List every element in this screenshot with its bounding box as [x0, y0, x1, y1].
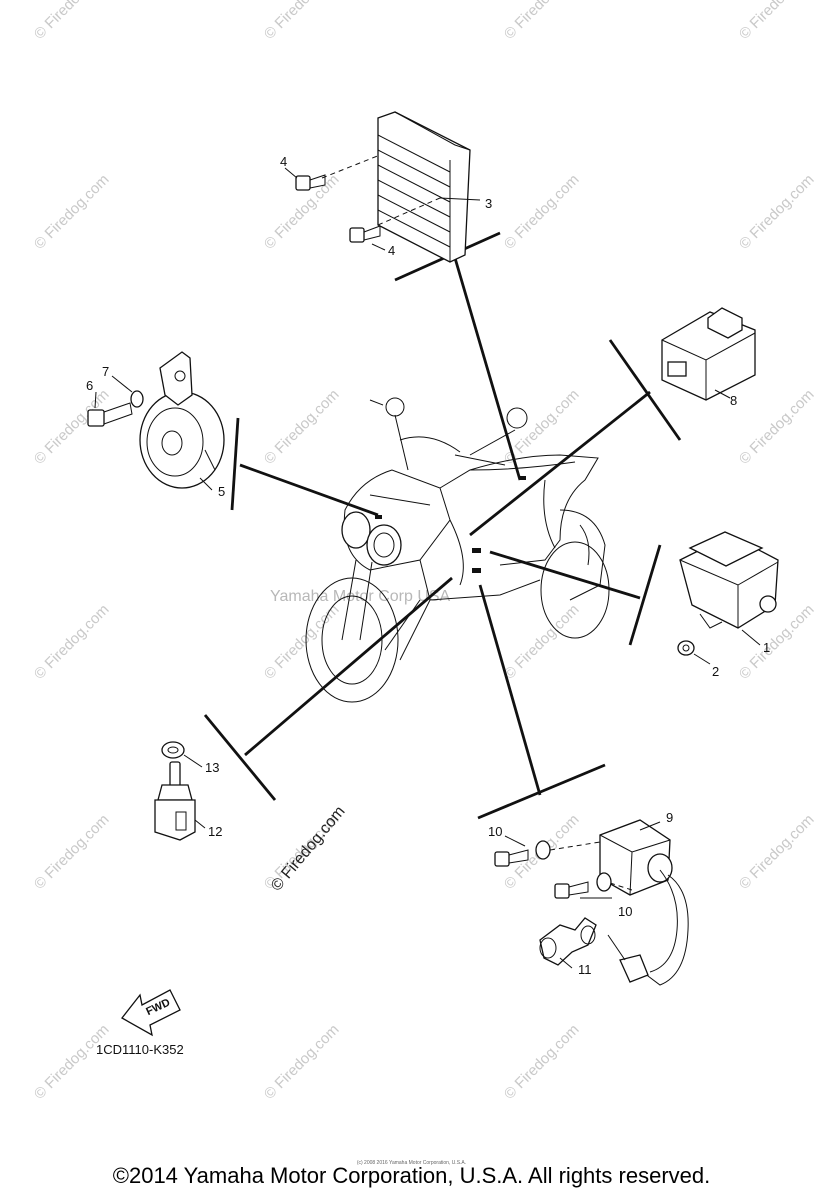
regulator-part [321, 111, 481, 263]
horn-part [139, 351, 225, 491]
callout-2: 2 [712, 664, 719, 679]
tile-watermark-9: © Firedog.com [261, 386, 343, 468]
callout-7: 7 [102, 364, 109, 379]
leader-lines [203, 231, 682, 820]
tile-watermark-19: © Firedog.com [736, 811, 818, 893]
callout-13: 13 [205, 760, 219, 775]
tile-watermark-7: © Firedog.com [736, 171, 818, 253]
cdi-unit-part [679, 531, 779, 646]
callout-11: 11 [578, 962, 592, 977]
tile-watermark-8: © Firedog.com [31, 386, 113, 468]
bolt-6 [87, 391, 133, 427]
tile-watermark-11: © Firedog.com [736, 386, 818, 468]
switch-part [154, 761, 206, 841]
tile-watermark-4: © Firedog.com [31, 171, 113, 253]
part-code: 1CD1110-K352 [96, 1042, 184, 1057]
tile-watermark-16: © Firedog.com [31, 811, 113, 893]
callout-4b: 4 [388, 243, 395, 258]
callout-10a: 10 [488, 824, 502, 839]
relay-part [661, 307, 756, 401]
callout-10b: 10 [618, 904, 632, 919]
callout-labels: 1 2 3 4 4 5 6 7 8 9 10 10 11 12 13 [86, 154, 770, 977]
scooter-illustration [305, 397, 610, 703]
tile-watermark-12: © Firedog.com [31, 601, 113, 683]
tile-watermark-2: © Firedog.com [501, 0, 583, 43]
tile-watermark-21: © Firedog.com [261, 1021, 343, 1103]
tile-watermark-20: © Firedog.com [31, 1021, 113, 1103]
callout-8: 8 [730, 393, 737, 408]
tile-watermark-22: © Firedog.com [501, 1021, 583, 1103]
washer-13 [161, 741, 203, 768]
tile-watermark-6: © Firedog.com [501, 171, 583, 253]
callout-4a: 4 [280, 154, 287, 169]
callout-3: 3 [485, 196, 492, 211]
callout-12: 12 [208, 824, 222, 839]
tile-watermark-3: © Firedog.com [736, 0, 818, 43]
bolt-10-lower [554, 872, 612, 899]
footer-small-print: (c) 2008 2016 Yamaha Motor Corporation, … [356, 1160, 467, 1166]
ignition-coil-part [549, 819, 689, 986]
tile-watermark-14: © Firedog.com [501, 601, 583, 683]
nut-2 [677, 640, 711, 665]
callout-5: 5 [218, 484, 225, 499]
washer-7 [111, 375, 144, 408]
tile-watermark-1: © Firedog.com [261, 0, 343, 43]
callout-6: 6 [86, 378, 93, 393]
callout-1: 1 [763, 640, 770, 655]
center-watermark: Yamaha Motor Corp USA [270, 588, 451, 605]
bolt-10-upper [494, 835, 551, 867]
firedog-watermark: © Firedog.com [268, 803, 349, 894]
footer-copyright: ©2014 Yamaha Motor Corporation, U.S.A. A… [112, 1163, 711, 1188]
bolt-4-lower [349, 225, 386, 251]
plug-cap-part [539, 917, 597, 969]
bolt-4-upper [284, 167, 326, 191]
tile-watermark-0: © Firedog.com [31, 0, 113, 43]
fwd-arrow: FWD [121, 989, 181, 1037]
callout-9: 9 [666, 810, 673, 825]
